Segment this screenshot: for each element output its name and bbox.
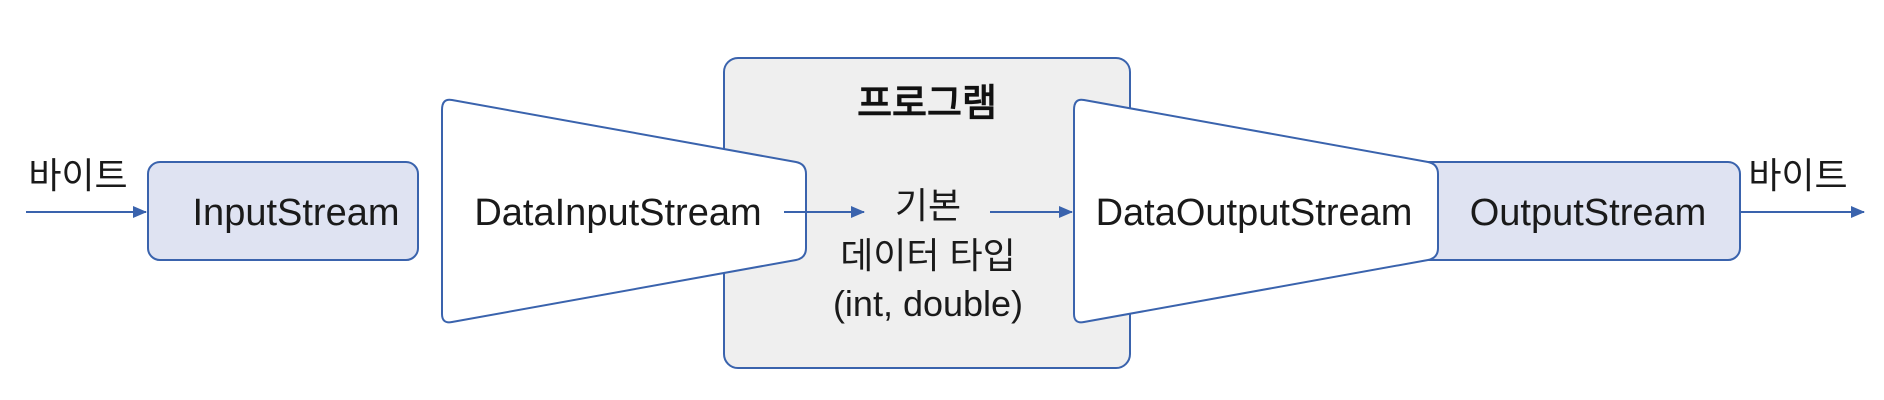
center-label-line-3: (int, double) xyxy=(833,283,1023,324)
data-input-stream-shape xyxy=(441,98,807,324)
input-stream-box xyxy=(147,161,419,261)
input-stream-label: InputStream xyxy=(193,192,400,234)
data-output-stream-shape xyxy=(1073,98,1439,324)
center-label-line-1: 기본 xyxy=(895,185,961,226)
left-byte-label: 바이트 xyxy=(28,155,127,196)
center-label-line-2: 데이터 타입 xyxy=(840,235,1016,276)
data-input-stream-label: DataInputStream xyxy=(474,192,761,234)
data-output-stream-label: DataOutputStream xyxy=(1096,192,1413,234)
program-title: 프로그램 xyxy=(857,81,997,125)
right-byte-label: 바이트 xyxy=(1748,155,1847,196)
output-stream-label: OutputStream xyxy=(1470,192,1707,234)
